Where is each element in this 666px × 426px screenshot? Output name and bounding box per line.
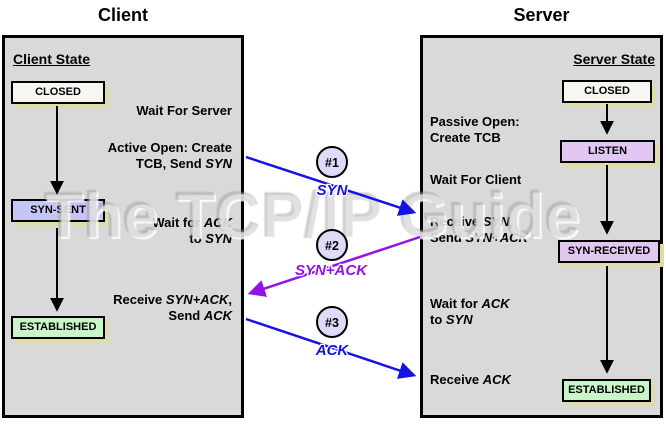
client-state-syn-sent-label: SYN-SENT	[30, 204, 86, 216]
server-state-established-label: ESTABLISHED	[568, 384, 645, 396]
server-state-listen: LISTEN	[560, 140, 655, 163]
message-3-arrow	[245, 317, 417, 379]
client-state-header: Client State	[13, 51, 91, 67]
server-state-closed-label: CLOSED	[584, 85, 630, 97]
server-annotation-wait-for-client: Wait For Client	[430, 172, 522, 187]
server-panel: Server State CLOSED LISTEN SYN-RECEIVED …	[420, 35, 663, 418]
server-state-established: ESTABLISHED	[562, 379, 651, 402]
client-annotation-receive-synack: Receive SYN+ACK,Send ACK	[113, 292, 232, 323]
server-state-syn-received-label: SYN-RECEIVED	[567, 245, 651, 257]
server-annotation-receive-syn: Receive SYN,Send SYN+ACK	[430, 214, 528, 245]
client-state-closed: CLOSED	[11, 81, 105, 104]
message-2-number: #2	[325, 239, 339, 253]
server-state-closed: CLOSED	[562, 80, 652, 103]
server-annotation-passive-open: Passive Open:Create TCB	[430, 114, 520, 145]
message-3-circle	[316, 306, 348, 338]
client-title: Client	[97, 5, 148, 25]
client-panel: Client State CLOSED SYN-SENT ESTABLISHED…	[2, 35, 244, 418]
client-state-closed-label: CLOSED	[35, 86, 81, 98]
message-1-circle	[316, 146, 348, 178]
message-3-number: #3	[325, 316, 339, 330]
message-2-arrow	[247, 235, 421, 297]
server-title: Server	[513, 5, 570, 25]
message-2-label: SYN+ACK	[295, 262, 368, 279]
client-state-established-label: ESTABLISHED	[19, 321, 97, 333]
client-annotation-wait-for-server: Wait For Server	[136, 103, 232, 118]
server-state-listen-label: LISTEN	[587, 145, 628, 157]
message-1-arrow	[245, 155, 417, 216]
server-annotation-receive-ack: Receive ACK	[430, 372, 511, 387]
server-state-syn-received: SYN-RECEIVED	[558, 240, 660, 263]
message-1-label: SYN	[317, 182, 349, 199]
client-state-syn-sent: SYN-SENT	[11, 199, 105, 222]
server-state-header: Server State	[573, 51, 655, 67]
client-state-established: ESTABLISHED	[11, 316, 105, 339]
message-2-circle	[316, 229, 348, 261]
message-1-number: #1	[325, 156, 339, 170]
message-3-label: ACK	[315, 342, 350, 359]
